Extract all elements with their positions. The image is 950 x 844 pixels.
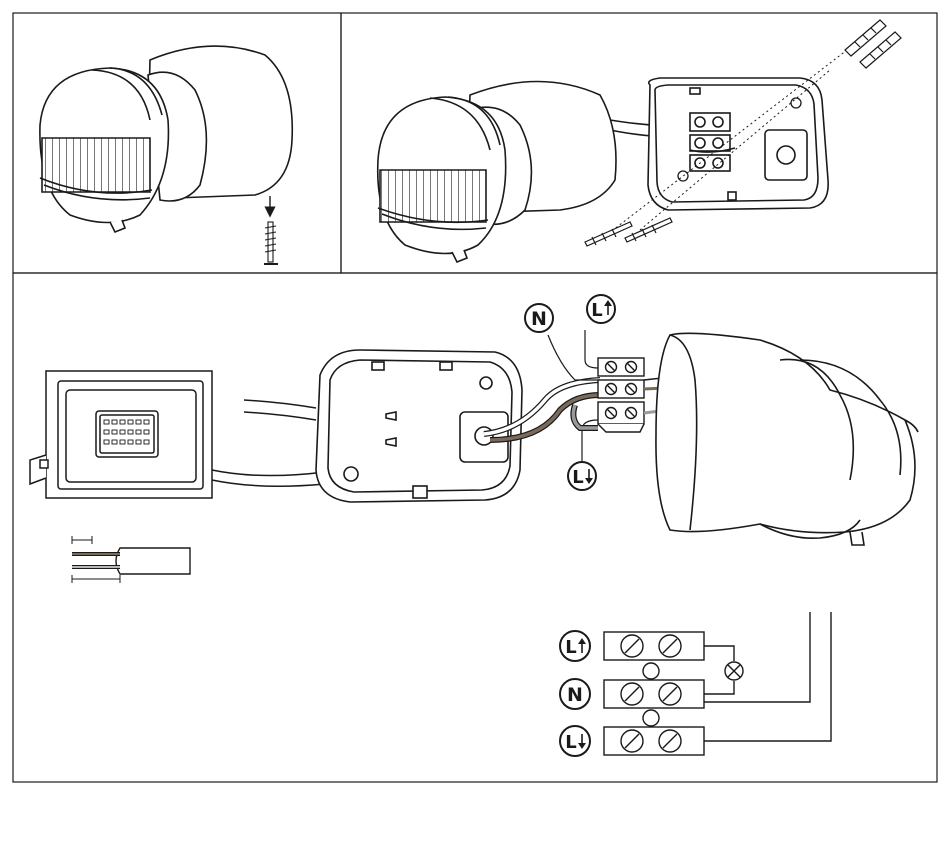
floodlight-illustration: [30, 371, 212, 498]
sensor-side-view-illustration: [656, 333, 918, 545]
label-live-out-mid: L: [568, 462, 596, 490]
sensor-mounted-illustration: [40, 46, 292, 264]
label-text: L: [591, 300, 602, 321]
wiring-schematic: [604, 612, 831, 755]
sensor-open-base-illustration: [378, 20, 901, 262]
upper-cable: [244, 400, 316, 420]
schematic-label-neutral: N: [560, 679, 590, 709]
label-text: N: [531, 308, 547, 330]
lamp-cross-icon: [725, 662, 743, 680]
schematic-label-live-in: L: [560, 631, 590, 661]
screw-icon: [585, 218, 672, 246]
wire-strip-diagram: [72, 536, 190, 583]
label-neutral-top: N: [525, 304, 553, 332]
label-text: L: [565, 637, 576, 658]
floodlight-cable: [212, 470, 325, 486]
open-base-illustration: [316, 350, 522, 502]
terminal-row-neutral: [604, 680, 704, 708]
terminal-row-live-out: [604, 727, 704, 755]
schematic-label-live-out: L: [560, 726, 590, 756]
label-text: N: [567, 684, 583, 706]
label-live-in-top: L: [587, 295, 615, 323]
label-text: L: [572, 467, 583, 488]
label-text: L: [565, 732, 576, 753]
terminal-row-live-in: [604, 632, 704, 660]
screw-icon: [264, 222, 278, 264]
wall-plug-icon: [845, 20, 901, 68]
